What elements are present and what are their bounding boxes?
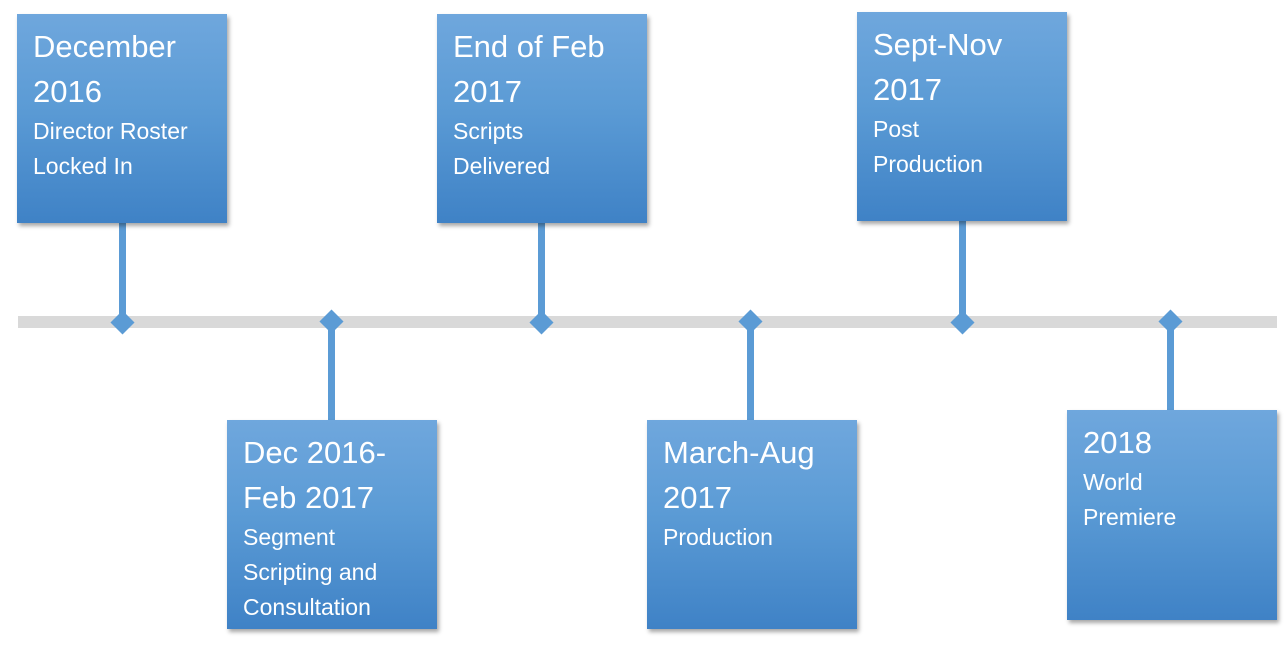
timeline-axis — [18, 316, 1277, 328]
event-title: Director Roster Locked In — [33, 118, 188, 179]
event-connector — [746, 321, 754, 420]
event-marker-diamond — [528, 309, 554, 335]
event-date: December 2016 — [33, 29, 176, 109]
event-connector — [537, 223, 545, 322]
event-title: Post Production — [873, 116, 983, 177]
event-date: Dec 2016- Feb 2017 — [243, 435, 387, 515]
event-date: 2018 — [1083, 425, 1152, 460]
event-date: Sept-Nov 2017 — [873, 27, 1003, 107]
event-title: Segment Scripting and Consultation — [243, 524, 378, 620]
event-connector — [958, 221, 966, 322]
event-marker-diamond — [737, 308, 763, 334]
event-marker-diamond — [1157, 308, 1183, 334]
event-marker-diamond — [109, 309, 135, 335]
event-connector — [1166, 321, 1174, 410]
event-marker-diamond — [318, 308, 344, 334]
event-date: End of Feb 2017 — [453, 29, 605, 109]
event-connector — [118, 223, 126, 322]
event-connector — [327, 321, 335, 420]
event-title: Scripts Delivered — [453, 118, 551, 179]
event-marker-diamond — [949, 309, 975, 335]
event-title: Production — [663, 524, 773, 550]
event-title: World Premiere — [1083, 469, 1177, 530]
event-date: March-Aug 2017 — [663, 435, 815, 515]
